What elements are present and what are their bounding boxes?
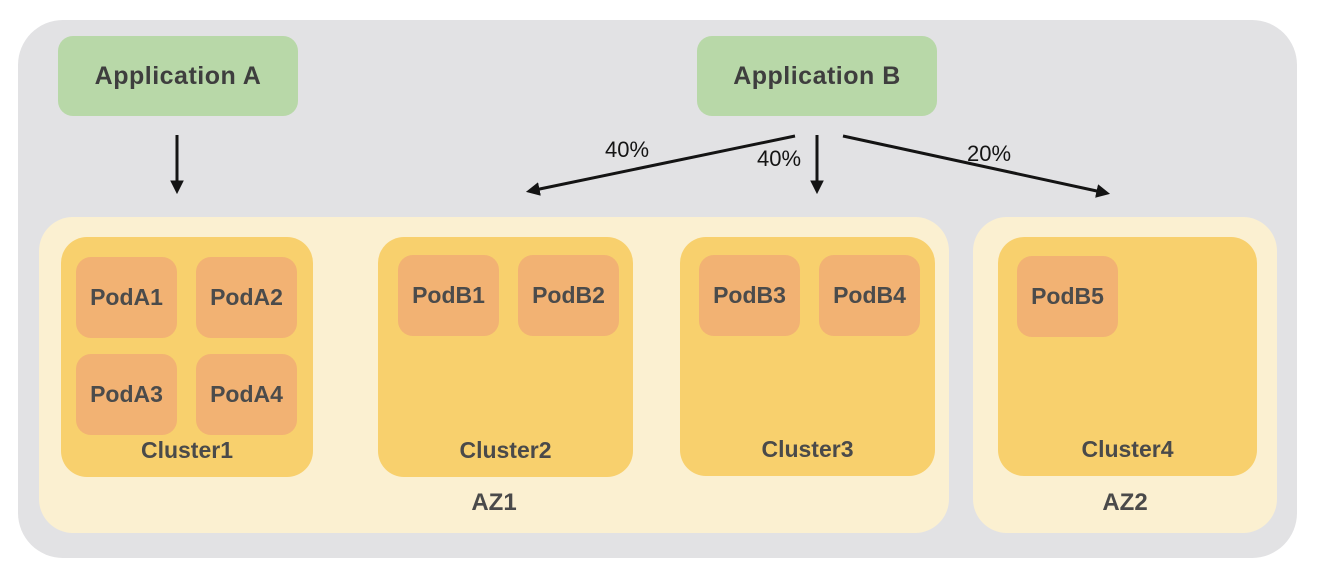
availability-zone-az1: PodA1 PodA2 PodA3 PodA4 Cluster1 PodB1 P… (39, 217, 949, 533)
application-b-node: Application B (697, 36, 937, 116)
cluster3-node: PodB3 PodB4 Cluster3 (680, 237, 935, 476)
pod-podb2: PodB2 (518, 255, 619, 336)
pod-poda4: PodA4 (196, 354, 297, 435)
pod-poda3: PodA3 (76, 354, 177, 435)
arrow-label-cluster4-percent: 20% (966, 141, 1012, 166)
cluster2-node: PodB1 PodB2 Cluster2 (378, 237, 633, 477)
pod-podb3: PodB3 (699, 255, 800, 336)
application-a-node: Application A (58, 36, 298, 116)
az2-label: AZ2 (1102, 489, 1148, 516)
availability-zone-az2: PodB5 Cluster4 AZ2 (973, 217, 1277, 533)
az1-label: AZ1 (471, 489, 517, 516)
pod-podb1: PodB1 (398, 255, 499, 336)
pod-podb4: PodB4 (819, 255, 920, 336)
pod-poda2: PodA2 (196, 257, 297, 338)
cluster2-label: Cluster2 (459, 437, 552, 463)
cluster4-node: PodB5 Cluster4 (998, 237, 1257, 476)
cluster4-label: Cluster4 (1081, 436, 1174, 462)
cluster3-label: Cluster3 (761, 436, 854, 462)
cluster1-node: PodA1 PodA2 PodA3 PodA4 Cluster1 (61, 237, 313, 477)
arrow-label-cluster3-percent: 40% (756, 146, 802, 171)
pod-poda1: PodA1 (76, 257, 177, 338)
pod-podb5: PodB5 (1017, 256, 1118, 337)
arrow-label-cluster2-percent: 40% (604, 137, 650, 162)
cluster1-label: Cluster1 (140, 437, 234, 463)
